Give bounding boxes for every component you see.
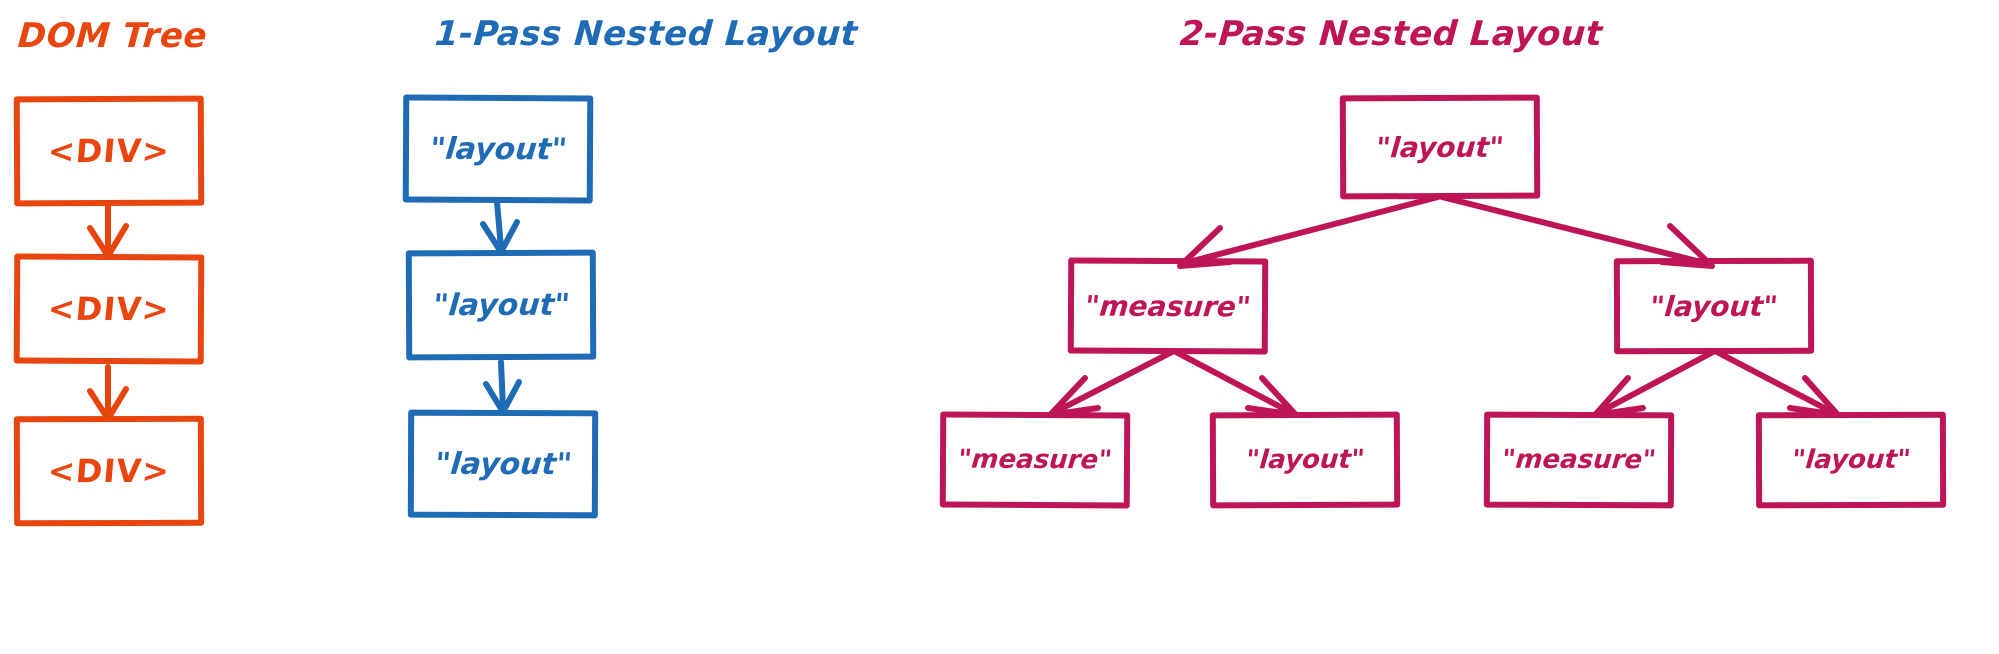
one-pass-node-2-label: "layout" [431,287,571,323]
dom-tree-node-2[interactable]: <DIV> [13,253,205,365]
edge-two-mid-l-to-two-leaf-2 [1173,349,1299,418]
two-pass-node-mid-right[interactable]: "layout" [1613,257,1815,355]
edge-two-root-to-two-mid-r [1439,194,1715,269]
two-pass-node-leaf-4[interactable]: "layout" [1755,411,1947,509]
two-pass-node-root-label: "layout" [1374,130,1506,164]
two-pass-node-leaf-1-label: "measure" [956,444,1114,476]
two-pass-node-leaf-3[interactable]: "measure" [1483,411,1675,509]
edge-two-mid-l-to-two-leaf-1 [1047,349,1175,418]
one-pass-node-1[interactable]: "layout" [402,94,594,204]
two-pass-node-mid-left[interactable]: "measure" [1067,257,1269,355]
edge-dom-2-to-dom-3 [87,364,129,422]
heading-dom-tree: DOM Tree [16,16,209,56]
dom-tree-node-3[interactable]: <DIV> [13,415,205,527]
one-pass-node-2[interactable]: "layout" [405,249,597,361]
two-pass-node-leaf-2-label: "layout" [1244,444,1366,476]
heading-two-pass-nested-layout: 2-Pass Nested Layout [1178,14,1604,54]
two-pass-node-mid-right-label: "layout" [1648,289,1780,323]
edge-dom-1-to-dom-2 [87,201,129,259]
edge-one-2-to-one-3 [483,359,522,415]
two-pass-node-leaf-4-label: "layout" [1790,444,1912,476]
dom-tree-node-1-label: <DIV> [46,131,172,171]
edge-one-1-to-one-2 [480,199,520,255]
two-pass-node-leaf-1[interactable]: "measure" [939,411,1131,509]
two-pass-node-mid-left-label: "measure" [1083,289,1253,323]
edge-two-root-to-two-mid-l [1177,194,1441,269]
edge-two-mid-r-to-two-leaf-3 [1592,349,1716,418]
two-pass-node-leaf-3-label: "measure" [1500,444,1658,476]
two-pass-node-leaf-2[interactable]: "layout" [1209,411,1401,509]
dom-tree-node-1[interactable]: <DIV> [13,95,205,207]
edge-two-mid-r-to-two-leaf-4 [1714,349,1841,418]
dom-tree-node-2-label: <DIV> [46,289,172,329]
dom-tree-node-3-label: <DIV> [46,451,172,491]
one-pass-node-1-label: "layout" [428,131,568,167]
two-pass-node-root[interactable]: "layout" [1339,94,1541,200]
one-pass-node-3-label: "layout" [433,446,573,482]
one-pass-node-3[interactable]: "layout" [407,409,599,519]
heading-one-pass-nested-layout: 1-Pass Nested Layout [433,14,859,54]
